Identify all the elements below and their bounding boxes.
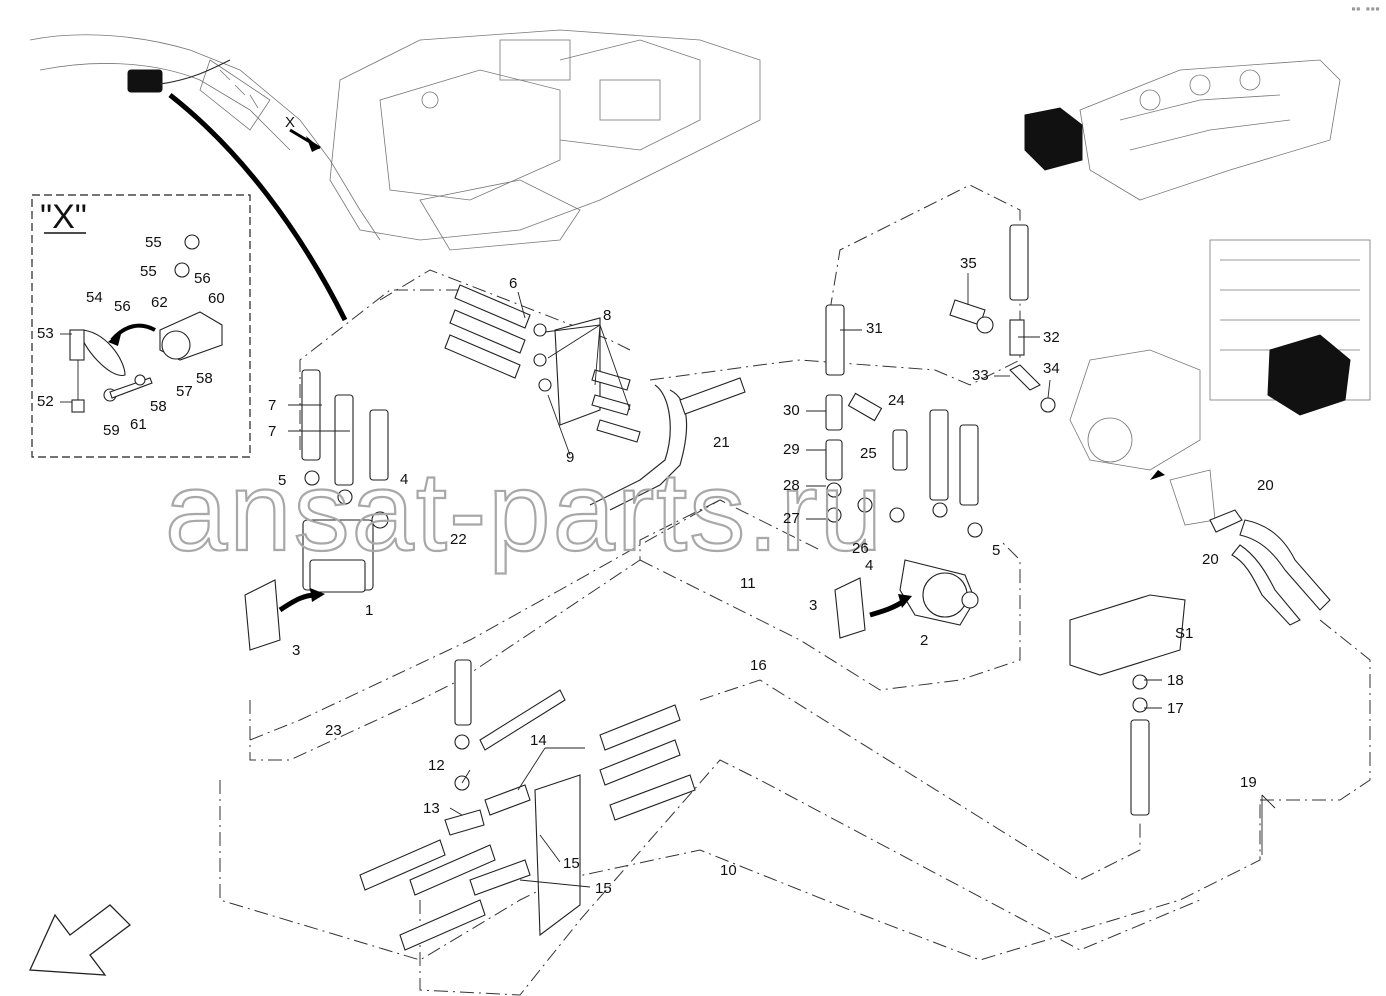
leader-lines (60, 273, 1276, 888)
callout-61: 61 (130, 416, 147, 433)
gear-connector-icon (127, 59, 231, 93)
valve-bank-sketch (1209, 239, 1371, 416)
callout-13: 13 (423, 800, 440, 817)
callout-56-left: 56 (114, 298, 131, 315)
callout-57: 57 (176, 383, 193, 400)
callout-3-left: 3 (292, 642, 300, 659)
callout-22: 22 (450, 531, 467, 548)
callout-54: 54 (86, 289, 103, 306)
callout-10: 10 (720, 862, 737, 879)
callout-28: 28 (783, 477, 800, 494)
corner-mark: ▪▪ ▪▪▪ (1351, 4, 1380, 13)
callout-52: 52 (37, 393, 54, 410)
callout-17: 17 (1167, 700, 1184, 717)
callout-2: 2 (920, 632, 928, 649)
callout-11: 11 (740, 575, 756, 592)
machine-overview-sketch (29, 29, 761, 251)
callout-32: 32 (1043, 329, 1060, 346)
hydraulic-pump-sketch (1069, 349, 1216, 526)
svg-text:X: X (285, 114, 295, 131)
right-hose-group (825, 224, 1331, 816)
detail-x-title: "X" (40, 198, 87, 236)
mount-bracket-3-left (244, 579, 325, 651)
center-hose-group (444, 284, 746, 511)
callout-6: 6 (509, 275, 517, 292)
callout-7-lower: 7 (268, 423, 276, 440)
callout-15-upper: 15 (563, 855, 580, 872)
callout-8: 8 (603, 307, 611, 324)
bottom-hose-group (359, 659, 696, 951)
callout-24: 24 (888, 392, 905, 409)
pump-pointer-arrow (1150, 470, 1165, 480)
detail-x-pointer-arrow (168, 93, 348, 322)
routing-lines (219, 184, 1371, 996)
callout-27: 27 (783, 510, 800, 527)
callout-59: 59 (103, 422, 120, 439)
callout-labels: 1 2 3 3 4 4 5 5 6 7 7 8 9 10 11 12 13 14… (37, 234, 1274, 897)
callout-58-left: 58 (150, 398, 167, 415)
callout-12: 12 (428, 757, 445, 774)
callout-15-lower: 15 (595, 880, 612, 897)
callout-58-right: 58 (196, 370, 213, 387)
callout-14: 14 (530, 732, 547, 749)
direction-arrow-icon (29, 904, 131, 976)
callout-29: 29 (783, 441, 800, 458)
callout-20-lower: 20 (1202, 551, 1219, 568)
callout-55-lower: 55 (140, 263, 157, 280)
callout-55-upper: 55 (145, 234, 162, 251)
callout-35: 35 (960, 255, 977, 272)
callout-3-right: 3 (809, 597, 817, 614)
callout-S1: S1 (1175, 625, 1193, 642)
callout-53: 53 (37, 325, 54, 342)
callout-9: 9 (566, 449, 574, 466)
callout-60: 60 (208, 290, 225, 307)
callout-34: 34 (1043, 360, 1060, 377)
conveyor-assembly-sketch (1079, 59, 1341, 201)
callout-18: 18 (1167, 672, 1184, 689)
view-x-arrow: X (285, 114, 321, 152)
callout-31: 31 (866, 320, 883, 337)
mount-bracket-3-right (834, 577, 912, 639)
callout-4-left: 4 (400, 471, 408, 488)
callout-26: 26 (852, 540, 869, 557)
left-hose-group (301, 369, 389, 593)
watermark-text: ansat-parts.ru (165, 449, 884, 574)
detail-x-panel: "X" (31, 194, 251, 458)
callout-16: 16 (750, 657, 767, 674)
callout-1: 1 (365, 602, 373, 619)
callout-30: 30 (783, 402, 800, 419)
callout-23: 23 (325, 722, 342, 739)
callout-7-upper: 7 (268, 397, 276, 414)
callout-33: 33 (972, 367, 989, 384)
callout-19: 19 (1240, 774, 1257, 791)
callout-21: 21 (713, 434, 730, 451)
callout-25: 25 (860, 445, 877, 462)
callout-5-right: 5 (992, 542, 1000, 559)
callout-4-right: 4 (865, 557, 873, 574)
pump-block-icon-top (1024, 107, 1083, 171)
callout-20-upper: 20 (1257, 477, 1274, 494)
callout-5-left: 5 (278, 472, 286, 489)
callout-56-right: 56 (194, 270, 211, 287)
callout-62: 62 (151, 294, 168, 311)
